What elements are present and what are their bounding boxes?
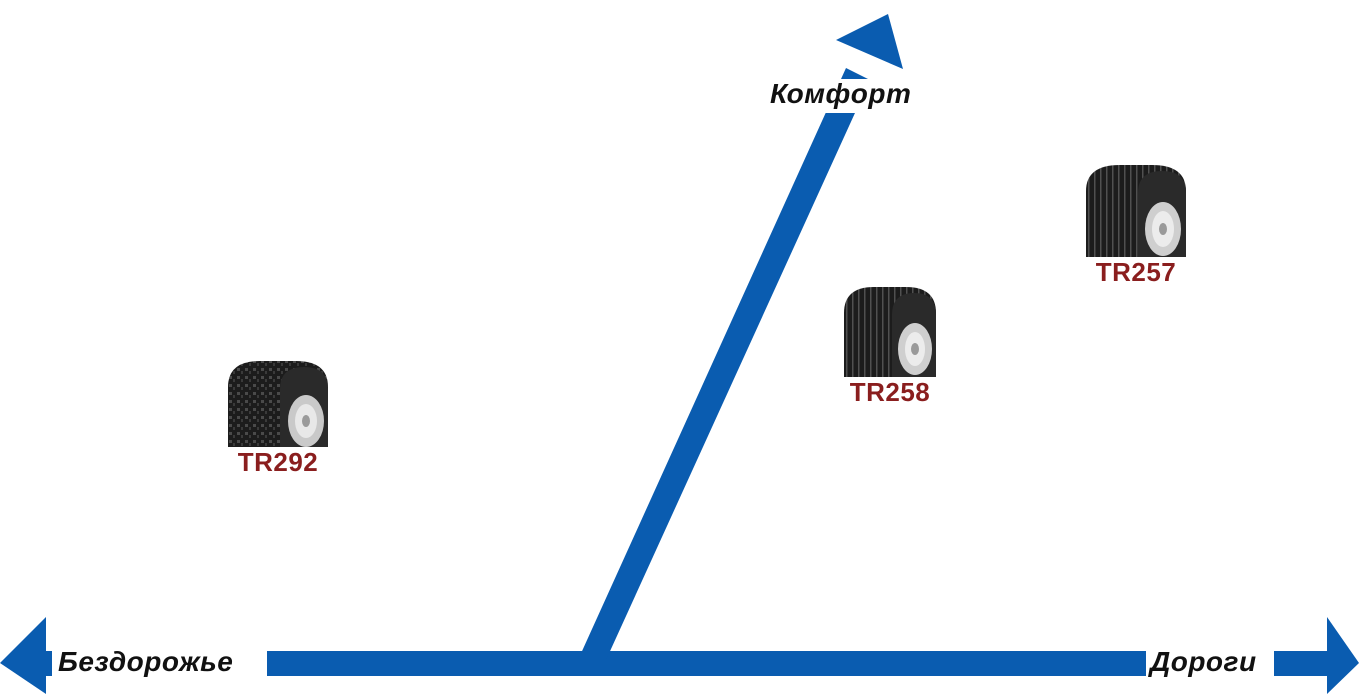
right-arrow-head	[1327, 617, 1359, 694]
tire-item-tr258[interactable]: TR258	[838, 285, 942, 408]
axis-label-roads: Дороги	[1150, 646, 1257, 678]
tire-image-tr292	[220, 359, 336, 447]
left-arrow-head	[0, 617, 46, 694]
tire-label-tr257: TR257	[1096, 257, 1177, 288]
tire-item-tr292[interactable]: TR292	[220, 359, 336, 478]
axis-label-comfort: Комфорт	[770, 78, 911, 110]
tire-image-tr258	[838, 285, 942, 377]
tire-label-tr292: TR292	[238, 447, 319, 478]
axis-label-offroad: Бездорожье	[58, 646, 233, 678]
up-arrow-head	[836, 14, 903, 69]
tire-item-tr257[interactable]: TR257	[1080, 163, 1192, 288]
tire-image-tr257	[1080, 163, 1192, 257]
tire-label-tr258: TR258	[850, 377, 931, 408]
diagonal-axis-bar	[578, 68, 870, 660]
